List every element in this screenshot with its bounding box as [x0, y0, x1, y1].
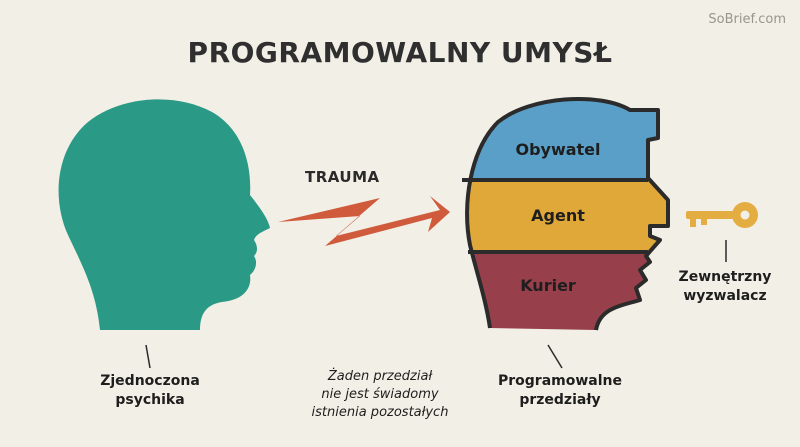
caption-line: nie jest świadomy [321, 387, 439, 402]
compartment-head-pointer [547, 344, 563, 369]
caption-line: Zewnętrzny [678, 269, 772, 285]
caption-line: przedziały [519, 392, 601, 408]
caption-line: Żaden przedział [327, 369, 433, 384]
trauma-label: TRAUMA [305, 168, 380, 186]
caption-no-awareness: Żaden przedział nie jest świadomy istnie… [290, 368, 470, 422]
caption-line: Zjednoczona [100, 373, 200, 389]
caption-programmable-compartments: Programowalne przedziały [470, 372, 650, 410]
compartment-band-obywatel [467, 98, 668, 180]
caption-line: wyzwalacz [683, 288, 767, 304]
compartment-label-kurier: Kurier [520, 276, 576, 295]
compartment-label-obywatel: Obywatel [515, 140, 601, 159]
watermark: SoBrief.com [708, 12, 786, 27]
unified-head-icon [58, 99, 271, 331]
compartment-band-agent [467, 180, 668, 252]
key-icon [686, 202, 758, 228]
trauma-bolt-icon [278, 196, 450, 246]
compartment-head-outline [465, 96, 670, 331]
compartment-label-agent: Agent [531, 206, 585, 225]
unified-head-pointer [145, 344, 151, 369]
compartment-head [467, 98, 668, 330]
caption-unified-psyche: Zjednoczona psychika [60, 372, 240, 410]
page-title: PROGRAMOWALNY UMYSŁ [187, 36, 613, 69]
caption-external-trigger: Zewnętrzny wyzwalacz [650, 268, 800, 306]
caption-line: Programowalne [497, 373, 622, 389]
caption-line: istnienia pozostałych [311, 405, 449, 420]
caption-line: psychika [115, 392, 185, 408]
